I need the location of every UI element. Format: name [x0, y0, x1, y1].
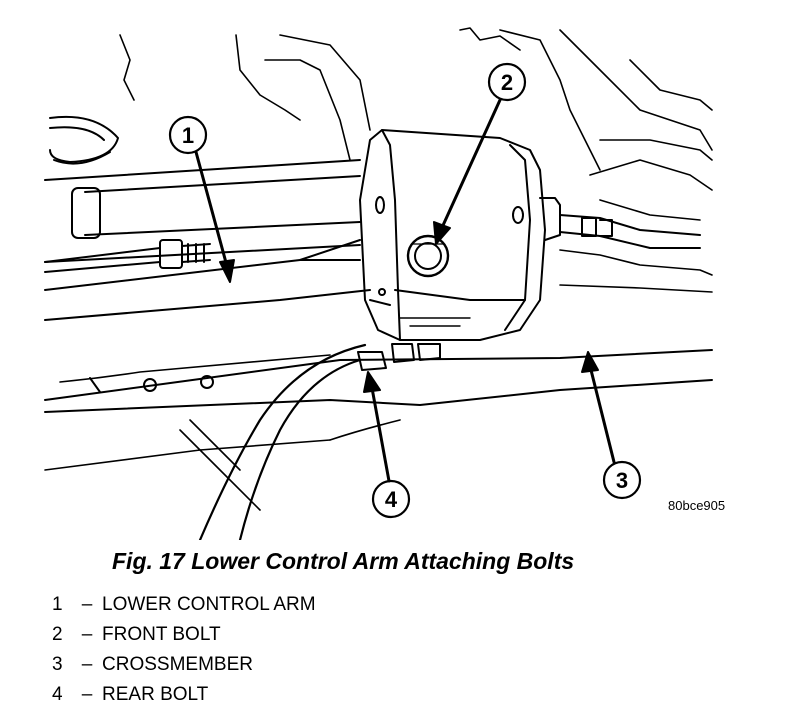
vehicle-body-lines [119, 27, 713, 293]
legend-item: 1–LOWER CONTROL ARM [52, 590, 316, 620]
brake-hose [198, 343, 367, 540]
legend-label: FRONT BOLT [102, 624, 221, 645]
legend-label: LOWER CONTROL ARM [102, 594, 316, 615]
callout-number-3: 3 [616, 468, 628, 493]
callout-3 [581, 351, 642, 500]
mounting-bracket [359, 129, 546, 341]
legend-item: 3–CROSSMEMBER [52, 650, 316, 680]
legend-number: 1 [52, 594, 63, 615]
rear-bolt-drawing [357, 343, 441, 371]
wheel-drawing [49, 115, 119, 165]
crossmember [44, 349, 713, 413]
legend-separator: – [81, 594, 93, 615]
callout-1 [168, 115, 235, 283]
legend-separator: – [81, 624, 93, 645]
brake-line [44, 239, 211, 273]
front-bolt-drawing [406, 234, 450, 278]
callout-number-2: 2 [501, 70, 513, 95]
callout-2 [433, 62, 527, 245]
lower-control-arm-illustration: 1 2 3 4 [44, 27, 713, 540]
control-arm-body [44, 239, 371, 321]
legend-number: 2 [52, 624, 63, 645]
legend-label: REAR BOLT [102, 684, 209, 705]
legend-label: CROSSMEMBER [102, 654, 253, 675]
legend-item: 2–FRONT BOLT [52, 620, 316, 650]
legend-separator: – [81, 654, 93, 675]
legend-item: 4–REAR BOLT [52, 680, 316, 710]
frame-lower [44, 419, 401, 511]
callout-4 [363, 371, 411, 519]
legend-number: 3 [52, 654, 63, 675]
legend-list: 1–LOWER CONTROL ARM 2–FRONT BOLT 3–CROSS… [52, 590, 316, 710]
figure-caption: Fig. 17 Lower Control Arm Attaching Bolt… [112, 548, 575, 574]
bushing-bolt [539, 197, 701, 249]
drawing-code: 80bce905 [668, 498, 726, 513]
legend-separator: – [81, 684, 93, 705]
callout-number-4: 4 [385, 487, 398, 512]
legend-number: 4 [52, 684, 63, 705]
callout-number-1: 1 [182, 123, 194, 148]
drive-shaft [44, 159, 361, 263]
